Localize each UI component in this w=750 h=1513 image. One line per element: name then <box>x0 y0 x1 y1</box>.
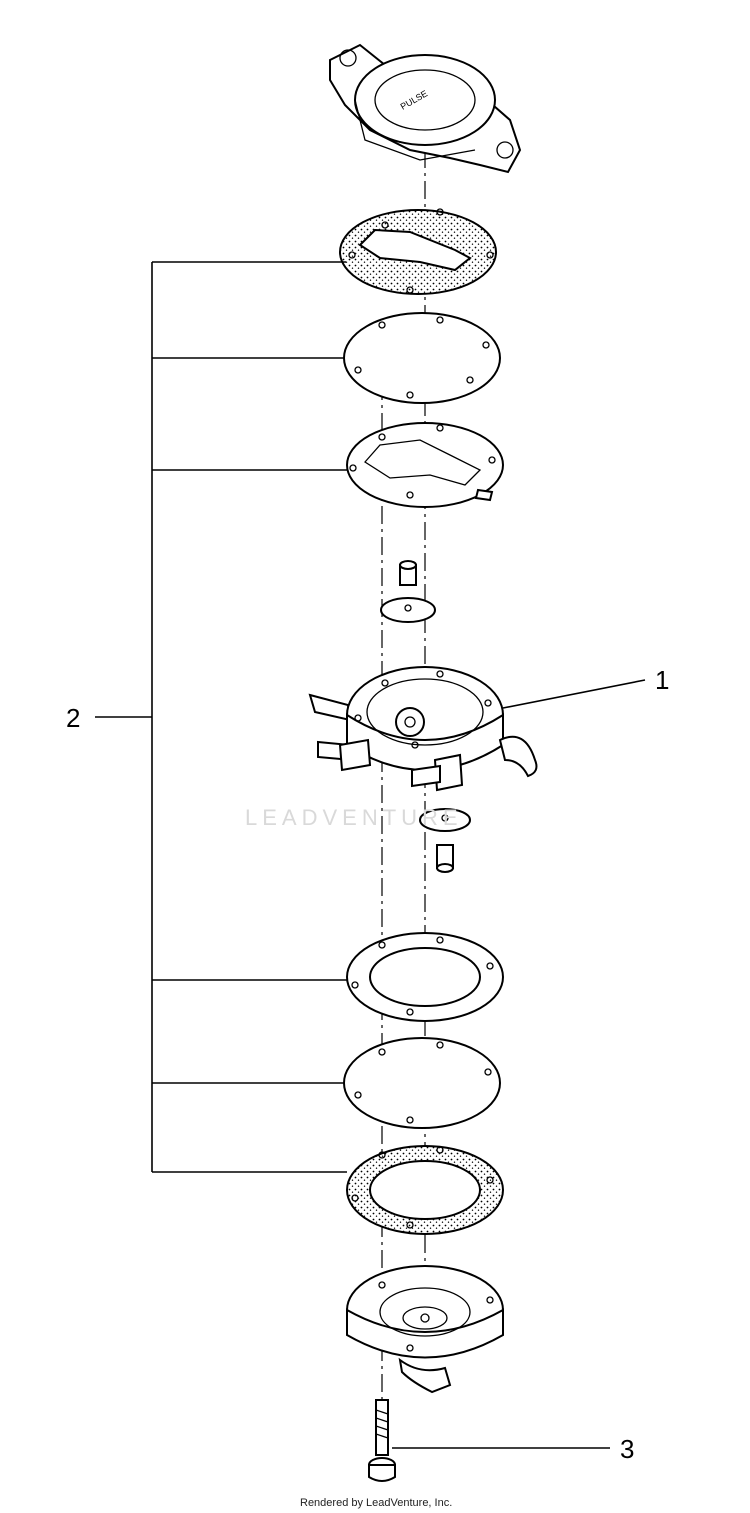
callout-3-label: 3 <box>620 1434 634 1464</box>
pump-body <box>308 666 538 792</box>
pump-top-cover: PULSE <box>329 43 522 174</box>
mounting-screw <box>368 1399 396 1482</box>
pump-bottom-cover <box>346 1265 504 1394</box>
upper-valve-gasket <box>346 422 504 508</box>
footer-credit: Rendered by LeadVenture, Inc. <box>300 1497 452 1509</box>
lower-check-valve <box>419 808 471 873</box>
lower-diaphragm <box>343 1037 501 1129</box>
callout-2-label: 2 <box>66 703 80 733</box>
lower-stippled-gasket <box>346 1145 504 1235</box>
lower-gasket-ring <box>346 932 504 1022</box>
callout-1-label: 1 <box>655 665 669 695</box>
top-gasket <box>339 208 497 295</box>
callout-2-bracket <box>95 261 347 1173</box>
upper-diaphragm <box>343 312 501 404</box>
upper-check-valve <box>380 560 436 623</box>
callout-1-leader <box>502 679 646 709</box>
watermark-text: LEADVENTURE <box>245 805 463 830</box>
